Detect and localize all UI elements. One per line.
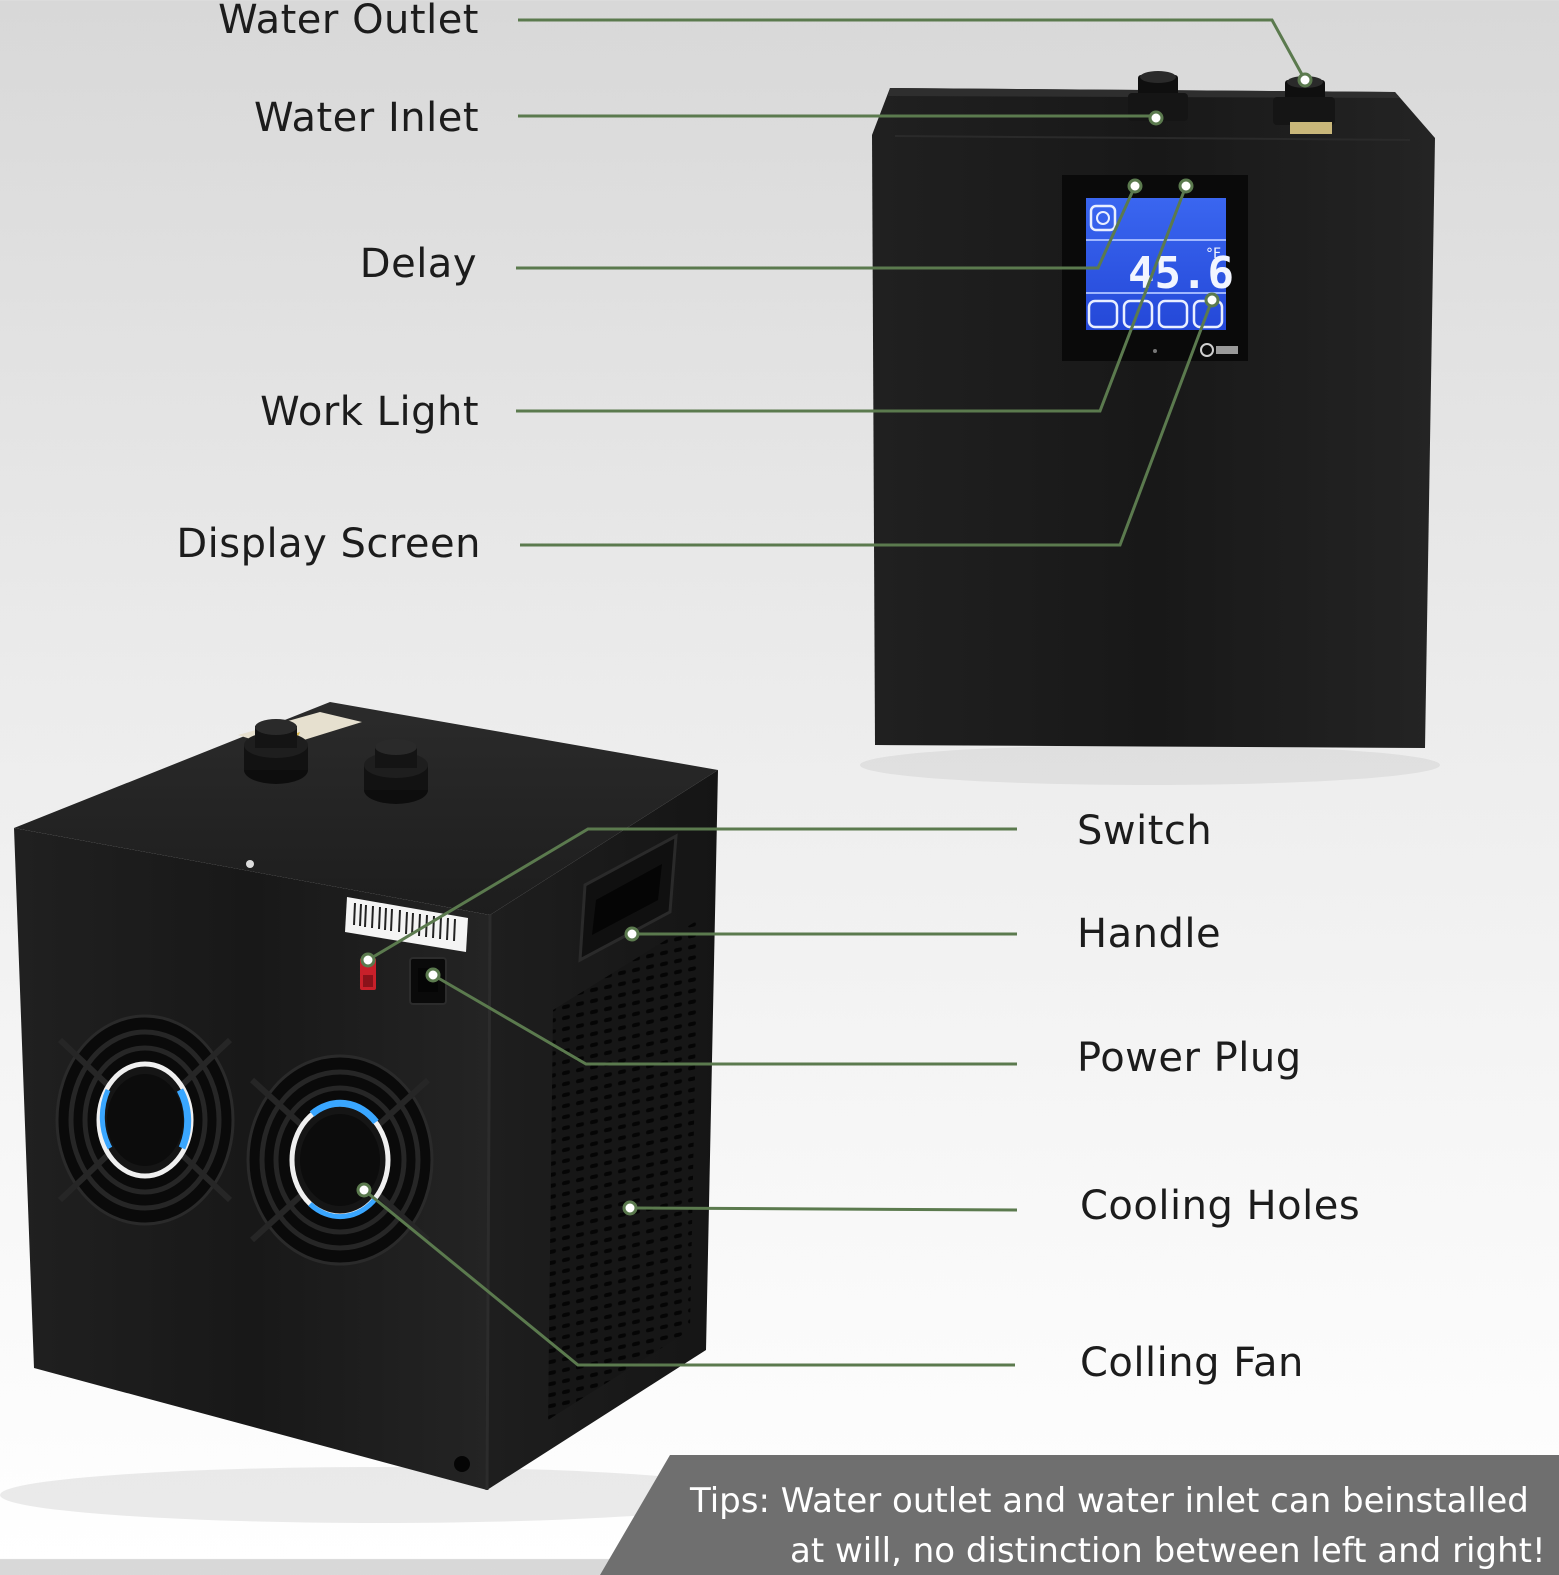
- label-cooling-holes: Cooling Holes: [1080, 1183, 1361, 1229]
- leader-power-plug: [432, 973, 1017, 1066]
- down-button-icon[interactable]: [1122, 299, 1154, 329]
- barcode-label: [345, 897, 468, 952]
- label-delay: Delay: [359, 241, 477, 287]
- cooling-holes-grille: [548, 920, 698, 1420]
- leader-cooling-holes: [629, 1206, 1018, 1212]
- up-button-icon[interactable]: [1157, 299, 1189, 329]
- chiller-front-body: [872, 88, 1435, 748]
- dot-power-plug: [425, 967, 441, 983]
- dot-water-outlet: [1297, 72, 1313, 88]
- chiller-rear-top: [14, 702, 718, 915]
- label-display-screen: Display Screen: [176, 521, 481, 567]
- top-connector-right: [364, 739, 428, 804]
- power-touch-icon[interactable]: [1089, 204, 1117, 232]
- chiller-front-view: 45.6 °F: [860, 71, 1440, 785]
- leader-delay: [516, 185, 1137, 270]
- dot-display-screen: [1204, 292, 1220, 308]
- leader-work-light: [516, 185, 1188, 413]
- tips-banner: [600, 1455, 1559, 1575]
- label-handle: Handle: [1077, 911, 1222, 957]
- dot-cooling-holes: [622, 1200, 638, 1216]
- mode-button-icon[interactable]: [1087, 299, 1119, 329]
- label-colling-fan: Colling Fan: [1080, 1340, 1304, 1386]
- cooling-fan-left: [55, 1014, 235, 1226]
- top-connector-left: [244, 719, 308, 784]
- dot-handle: [624, 926, 640, 942]
- label-power-plug: Power Plug: [1077, 1035, 1302, 1081]
- water-inlet-connector: [1128, 71, 1188, 121]
- label-work-light: Work Light: [260, 389, 479, 435]
- dot-switch: [360, 952, 376, 968]
- leader-display-screen: [520, 299, 1214, 547]
- label-water-inlet: Water Inlet: [253, 95, 479, 141]
- dot-water-inlet: [1148, 110, 1164, 126]
- tips-line-1: Tips: Water outlet and water inlet can b…: [690, 1481, 1529, 1521]
- cooling-fan-right: [246, 1054, 434, 1266]
- dot-delay: [1127, 178, 1143, 194]
- leader-water-outlet: [518, 18, 1307, 81]
- chiller-rear-view: [0, 702, 760, 1523]
- dot-colling-fan: [356, 1182, 372, 1198]
- tips-line-2: at will, no distinction between left and…: [790, 1531, 1546, 1571]
- brand-logo-icon: [1200, 343, 1214, 357]
- dot-work-light: [1178, 178, 1194, 194]
- display-unit: °F: [1206, 246, 1221, 262]
- leader-colling-fan: [363, 1188, 1015, 1367]
- leader-switch: [367, 827, 1017, 962]
- touch-buttons: [1087, 299, 1224, 329]
- label-switch: Switch: [1077, 808, 1213, 854]
- label-water-outlet: Water Outlet: [218, 0, 479, 43]
- callout-dots: [356, 72, 1313, 1216]
